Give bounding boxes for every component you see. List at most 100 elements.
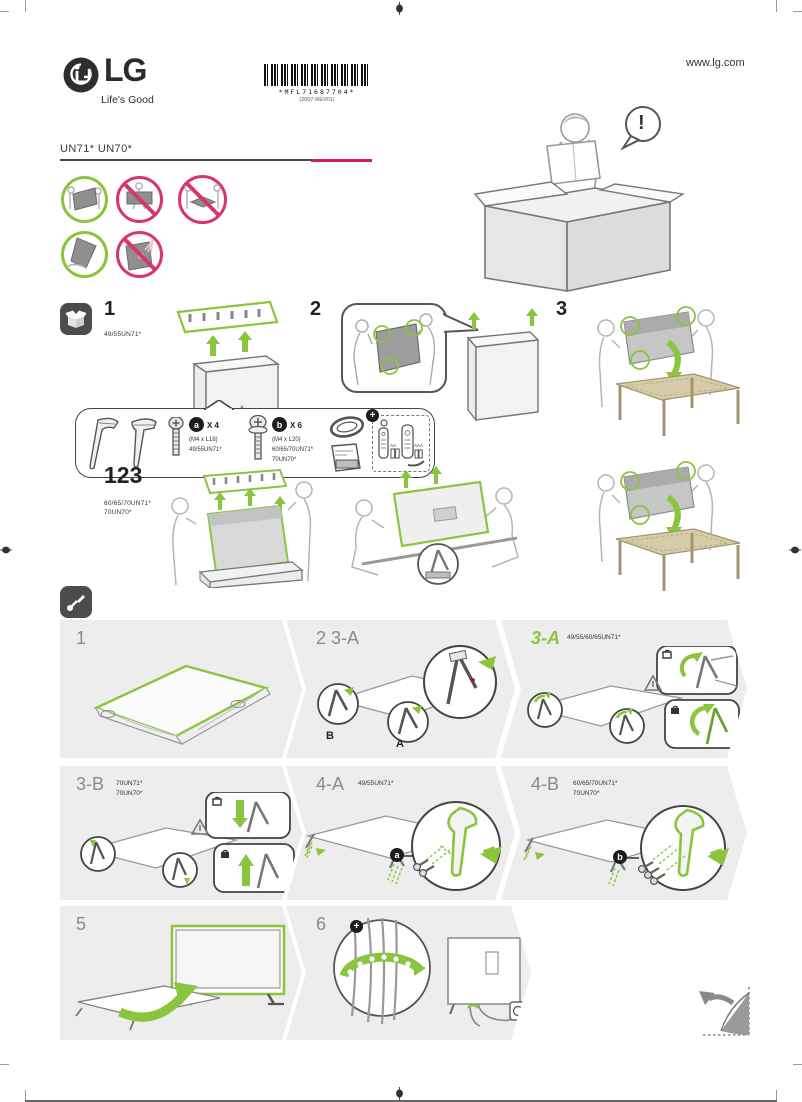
assembly-tool-icon: [60, 586, 92, 618]
screw-b-spec: (M4 x L20): [272, 437, 301, 443]
unpack-step2-illustration: [338, 300, 543, 426]
unpack-alt-illustration-a: [152, 468, 334, 588]
screw-b-icon: [248, 415, 268, 460]
panel-2-position-b: B: [326, 730, 334, 742]
unpack-alt-models-2: 70UN70*: [104, 509, 132, 516]
registration-mark-right: [789, 544, 801, 556]
barcode-text: *MFL71687704*: [278, 88, 356, 96]
cable-holder-icon: [329, 416, 365, 438]
panel-4b-screw-badge: b: [613, 850, 627, 864]
crop-mark: [0, 11, 9, 12]
panel-1-number: 1: [76, 628, 87, 648]
remotes-batteries-icon: [378, 419, 425, 467]
models-heading: UN71* UN70*: [60, 143, 133, 155]
panel-3b-models-1: 70UN71*: [116, 780, 143, 787]
assembly-panel-1: 1: [60, 620, 302, 758]
panel-3b-models: 70UN71* 70UN70*: [116, 779, 142, 799]
unpack-step1-number: 1: [104, 298, 116, 320]
panel-2-position-a: A: [396, 738, 404, 750]
panel-3a-number: 3-A: [531, 628, 561, 648]
page-turn-icon: [693, 983, 763, 1043]
website-url: www.lg.com: [686, 57, 745, 69]
stand-legs-illustration: [89, 417, 157, 470]
registration-mark-left: [0, 544, 12, 556]
unpack-alt-number: 123: [104, 462, 143, 488]
manual-booklet-icon: [331, 443, 361, 472]
assembly-panel-3a: 3-A 49/55/60/65UN71*: [501, 620, 747, 758]
panel-6-plus-badge: +: [350, 920, 363, 933]
panel-4a-screw-badge: a: [390, 848, 404, 862]
panel-3a-models: 49/55/60/65UN71*: [567, 634, 621, 641]
assembly-panel-4a: 4-A 49/55UN71* a: [286, 766, 515, 900]
crop-mark: [776, 1090, 777, 1102]
panel-2-illustration: [300, 638, 510, 753]
brand-wordmark: LG: [104, 52, 147, 88]
screw-b-models-2: 70UN70*: [272, 457, 297, 463]
battery-aa-label: AA: [390, 443, 397, 448]
screw-b-models-1: 60/65/70UN71*: [272, 447, 314, 453]
optional-accessories-box: [372, 415, 430, 472]
assembly-panel-3b: 3-B 70UN71* 70UN70*: [60, 766, 302, 900]
unpack-step3-number: 3: [556, 298, 568, 320]
panel-1-illustration: [78, 652, 278, 752]
unbox-scene-illustration: !: [455, 98, 685, 293]
panel-4b-models: 60/65/70UN71* 70UN70*: [573, 779, 617, 799]
panel-4a-illustration: [298, 790, 510, 898]
registration-mark-top: [394, 2, 405, 15]
registration-mark-bottom: [394, 1087, 405, 1100]
panel-4b-models-2: 70UN70*: [573, 789, 600, 797]
crop-mark: [0, 1064, 9, 1065]
panel-4b-models-1: 60/65/70UN71*: [573, 780, 618, 787]
heading-rule: [60, 159, 311, 161]
screw-a-qty: X 4: [207, 421, 220, 430]
warning-exclamation: !: [638, 112, 645, 134]
optional-plus-badge: +: [366, 409, 379, 422]
panel-2-number: 2 3-A: [316, 628, 360, 648]
barcode: [264, 64, 370, 86]
page-bottom-edge: [25, 1100, 777, 1102]
crop-mark: [793, 1064, 802, 1065]
panel-3b-models-2: 70UN70*: [116, 789, 143, 797]
screw-b-badge: b: [272, 417, 287, 432]
crop-mark: [776, 0, 777, 12]
place-on-pad-icon: [61, 231, 108, 278]
unpack-step2-number: 2: [310, 298, 322, 320]
panel-4a-models: 49/55UN71*: [358, 780, 394, 787]
carry-alone-prohibited-icon: [116, 176, 163, 223]
panel-4b-illustration: [515, 796, 743, 898]
panel-3b-number: 3-B: [76, 774, 105, 794]
unpack-step3-illustration-a: [588, 300, 748, 440]
carry-correct-icon: [61, 176, 108, 223]
screw-a-icon: [168, 417, 184, 456]
panel-6-number: 6: [316, 914, 327, 934]
unpack-alt-models-1: 60/65/70UN71*: [104, 500, 152, 507]
crop-mark: [793, 11, 802, 12]
lg-logo-icon: [62, 56, 100, 94]
assembly-panel-6: 6 +: [286, 906, 531, 1040]
packaging-icon: [60, 303, 92, 335]
parts-box-top-notch: [204, 400, 234, 410]
battery-aaa-label: AAA: [414, 443, 424, 448]
unpack-step3-illustration-b: [588, 455, 748, 595]
brand-tagline: Life's Good: [101, 94, 154, 106]
screw-a-models: 49/55UN71*: [189, 447, 222, 453]
screw-a-badge: a: [189, 417, 204, 432]
panel-4b-number: 4-B: [531, 774, 560, 794]
panel-4a-number: 4-A: [316, 774, 345, 794]
panel-5-number: 5: [76, 914, 87, 934]
press-screen-prohibited-icon: [116, 231, 163, 278]
unpack-step1-models: 49/55UN71*: [104, 331, 142, 338]
panel-6-illustration: [310, 916, 526, 1036]
crop-mark: [25, 0, 26, 12]
heading-rule-accent: [311, 158, 372, 162]
assembly-panel-2: 2 3-A B A: [286, 620, 515, 758]
unpack-alt-illustration-b: [342, 466, 537, 588]
carry-flat-prohibited-icon: [178, 175, 227, 224]
screw-a-spec: (M4 x L16): [189, 437, 218, 443]
panel-3b-illustration: [70, 792, 296, 898]
panel-5-illustration: [72, 920, 290, 1036]
screw-b-qty: X 6: [290, 421, 303, 430]
assembly-panel-4b: 4-B 60/65/70UN71* 70UN70* b: [501, 766, 747, 900]
assembly-panel-5: 5: [60, 906, 302, 1040]
